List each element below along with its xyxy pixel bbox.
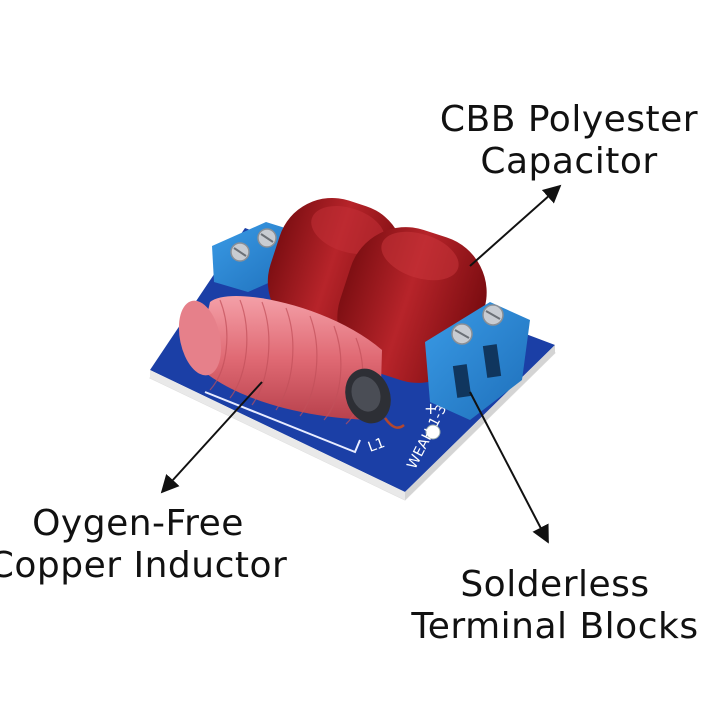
inductor-coil (178, 295, 405, 429)
capacitor-arrow (469, 184, 562, 267)
inductor-arrow (160, 381, 263, 494)
capacitor-label-line1: CBB Polyester (439, 99, 699, 140)
terminal-label-line1: Solderless (460, 564, 650, 605)
terminal-arrow (469, 391, 549, 544)
inductor-label-line2: Copper Inductor (0, 545, 288, 586)
inductor-label: Oygen-Free Copper Inductor (0, 503, 298, 587)
terminal-label-line2: Terminal Blocks (411, 606, 699, 647)
capacitor-label-line2: Capacitor (480, 141, 658, 182)
terminal-label: Solderless Terminal Blocks (400, 564, 710, 648)
capacitor-label: CBB Polyester Capacitor (428, 99, 710, 183)
inductor-label-line1: Oygen-Free (32, 503, 244, 544)
terminal-block-front (425, 302, 530, 420)
silkscreen-ref: L1 (366, 435, 387, 456)
mount-hole (425, 424, 441, 440)
